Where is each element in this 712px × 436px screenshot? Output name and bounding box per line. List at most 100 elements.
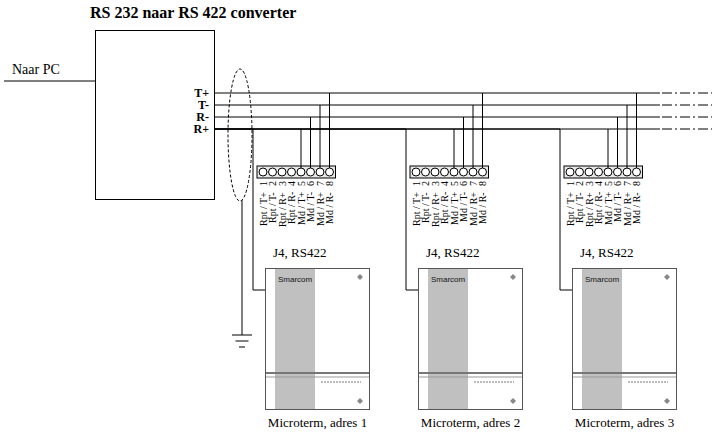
bus-connection <box>215 129 572 290</box>
pin-number: 8 <box>631 181 642 186</box>
header-pin <box>412 168 420 176</box>
pin-number: 7 <box>468 181 479 186</box>
drop-wire <box>482 93 483 168</box>
pin-name: Rpt / T+ <box>258 192 269 226</box>
bus-wire <box>215 93 660 94</box>
pin-number: 6 <box>458 181 469 186</box>
pin-name: Md / R+ <box>622 192 633 226</box>
ground-wire <box>242 200 243 335</box>
pin-number: 7 <box>622 181 633 186</box>
pin-number: 2 <box>574 181 585 186</box>
connector-label: J4, RS422 <box>580 245 633 261</box>
drop-wire <box>473 105 474 168</box>
pin-number: 1 <box>258 181 269 186</box>
header-pin <box>614 168 622 176</box>
header-pin <box>326 168 334 176</box>
pin-name: Rpt / T- <box>574 192 585 223</box>
header-pin <box>469 168 477 176</box>
header-pin <box>595 168 603 176</box>
pin-number: 3 <box>277 181 288 186</box>
pin-name: Md / R- <box>477 192 488 224</box>
connector-label: J4, RS422 <box>273 245 326 261</box>
header-pin <box>297 168 305 176</box>
pin-number: 4 <box>439 181 450 186</box>
bus-continuation <box>662 105 712 106</box>
header-pin <box>623 168 631 176</box>
connector-label: J4, RS422 <box>426 245 479 261</box>
header-pin <box>431 168 439 176</box>
pin-name: Md / R+ <box>468 192 479 226</box>
drop-wire <box>463 117 464 168</box>
pin-name: Md / R- <box>631 192 642 224</box>
pin-number: 4 <box>593 181 604 186</box>
device-caption: Microterm, adres 2 <box>421 415 520 431</box>
device-illustration <box>419 269 522 409</box>
header-pin <box>576 168 584 176</box>
header-pin <box>422 168 430 176</box>
pin-header <box>257 166 336 178</box>
device-caption: Microterm, adres 1 <box>268 415 367 431</box>
device-box: SmarcomMicroterm, adres 1 <box>265 268 370 410</box>
brand-label: Smarcom <box>431 275 465 284</box>
pin-number: 5 <box>603 181 614 186</box>
pin-name: Md / T- <box>305 192 316 222</box>
pin-name: Rpt / T- <box>420 192 431 223</box>
pin-name: Md / T+ <box>296 192 307 225</box>
pin-number: 1 <box>411 181 422 186</box>
header-pin <box>441 168 449 176</box>
pin-number: 5 <box>449 181 460 186</box>
bus-wire <box>215 105 660 106</box>
header-pin <box>585 168 593 176</box>
converter-box: RS 232 naar RS 422 converterT+T-R-R+ <box>95 30 215 200</box>
pin-number: 2 <box>420 181 431 186</box>
pin-number: 5 <box>296 181 307 186</box>
pin-name: Rpt / R+ <box>430 192 441 227</box>
header-pin <box>316 168 324 176</box>
drop-wire <box>617 117 618 168</box>
bus-continuation <box>662 117 712 118</box>
device-box: SmarcomMicroterm, adres 3 <box>572 268 677 410</box>
pin-name: Md / T- <box>612 192 623 222</box>
header-pin <box>278 168 286 176</box>
pin-name: Rpt / T+ <box>411 192 422 226</box>
cable-shield <box>228 69 252 201</box>
drop-wire <box>329 93 330 168</box>
device-illustration <box>573 269 676 409</box>
drop-wire <box>636 93 637 168</box>
pin-number: 6 <box>305 181 316 186</box>
header-pin <box>566 168 574 176</box>
drop-wire <box>608 129 609 168</box>
ground-symbol <box>239 347 245 348</box>
pin-name: Md / T+ <box>603 192 614 225</box>
signal-name: R+ <box>193 123 209 135</box>
pin-number: 3 <box>584 181 595 186</box>
signal-name: R- <box>196 111 209 123</box>
pin-number: 1 <box>565 181 576 186</box>
bus-connection <box>215 129 418 290</box>
brand-label: Smarcom <box>585 275 619 284</box>
bus-wire <box>215 117 660 118</box>
pin-number: 6 <box>612 181 623 186</box>
signal-name: T- <box>198 99 209 111</box>
pin-name: Rpt / R- <box>593 192 604 224</box>
device-box: SmarcomMicroterm, adres 2 <box>418 268 523 410</box>
pin-name: Md / T+ <box>449 192 460 225</box>
pin-number: 3 <box>430 181 441 186</box>
drop-wire <box>310 117 311 168</box>
pin-number: 8 <box>477 181 488 186</box>
pin-name: Rpt / R- <box>286 192 297 224</box>
pin-header <box>410 166 489 178</box>
header-pin <box>307 168 315 176</box>
cable-label: Naar PC <box>12 62 60 78</box>
drop-wire <box>301 129 302 168</box>
converter-title: RS 232 naar RS 422 converter <box>90 4 296 22</box>
signal-name: T+ <box>194 87 209 99</box>
pc-cable <box>4 81 95 82</box>
pin-name: Md / T- <box>458 192 469 222</box>
drop-wire <box>627 105 628 168</box>
device-caption: Microterm, adres 3 <box>575 415 674 431</box>
bus-continuation <box>662 93 712 94</box>
ground-symbol <box>236 341 249 342</box>
drop-wire <box>320 105 321 168</box>
header-pin <box>269 168 277 176</box>
